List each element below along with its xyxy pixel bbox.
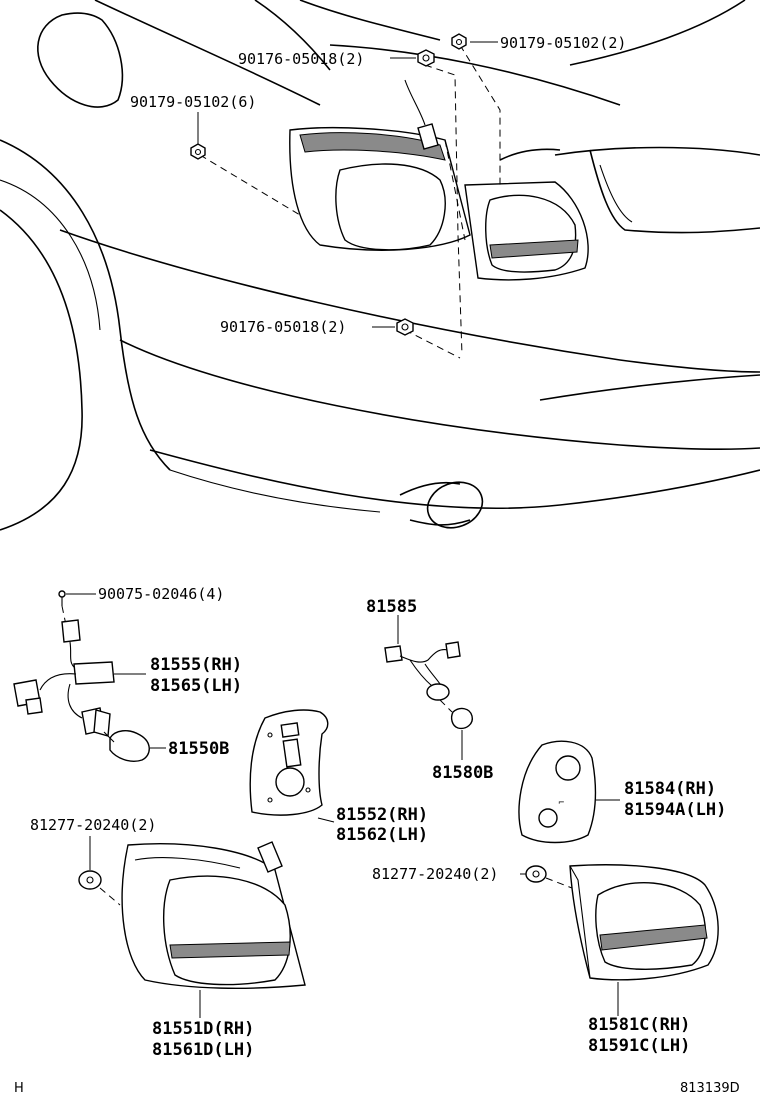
bulb-81580b-icon [439,699,473,760]
label-81580b: 81580B [432,763,493,783]
label-90075-02046: 90075-02046(4) [98,585,224,603]
socket-wire-81585-icon [384,615,461,701]
label-90179-05102-top: 90179-05102(2) [500,34,626,52]
nut-90179-05102-left-icon [190,143,206,160]
label-81565-lh: 81565(LH) [150,676,242,696]
label-90176-05018-mid: 90176-05018(2) [220,318,346,336]
nut-90176-05018-top-icon [417,49,435,67]
svg-text:⌐: ⌐ [558,798,565,807]
gasket-81584-icon: ⌐ [518,740,620,844]
tail-lamp-81581c-icon [569,864,719,1016]
label-81277-20240-right: 81277-20240(2) [372,865,498,883]
top-leaders [197,41,498,328]
label-81585: 81585 [366,597,417,617]
bulb-81550b-icon [103,730,166,762]
label-81591c-lh: 81591C(LH) [588,1036,690,1056]
label-81552-rh: 81552(RH) [336,805,428,825]
label-81581c-rh: 81581C(RH) [588,1015,690,1035]
label-90179-05102-left: 90179-05102(6) [130,93,256,111]
label-81550b: 81550B [168,739,229,759]
footer-diagram-id: 813139D [680,1081,740,1096]
nut-81277-20240-left-icon [78,836,121,906]
label-81555-rh: 81555(RH) [150,655,242,675]
nut-81277-20240-right-icon [520,865,573,889]
gasket-81552-icon [249,709,335,823]
label-90176-05018-top: 90176-05018(2) [238,50,364,68]
label-81551d-rh: 81551D(RH) [152,1019,254,1039]
label-81594a-lh: 81594A(LH) [624,800,726,820]
label-81561d-lh: 81561D(LH) [152,1040,254,1060]
footer-left-mark: H [14,1081,24,1096]
nut-90179-05102-top-icon [451,33,467,50]
nut-90176-05018-mid-icon [396,318,414,336]
label-81584-rh: 81584(RH) [624,779,716,799]
socket-wire-81555-icon [13,619,146,737]
label-81562-lh: 81562(LH) [336,825,428,845]
vehicle-rear-body [0,0,760,531]
tail-lamp-81551d-icon [121,841,306,1018]
label-81277-20240-left: 81277-20240(2) [30,816,156,834]
